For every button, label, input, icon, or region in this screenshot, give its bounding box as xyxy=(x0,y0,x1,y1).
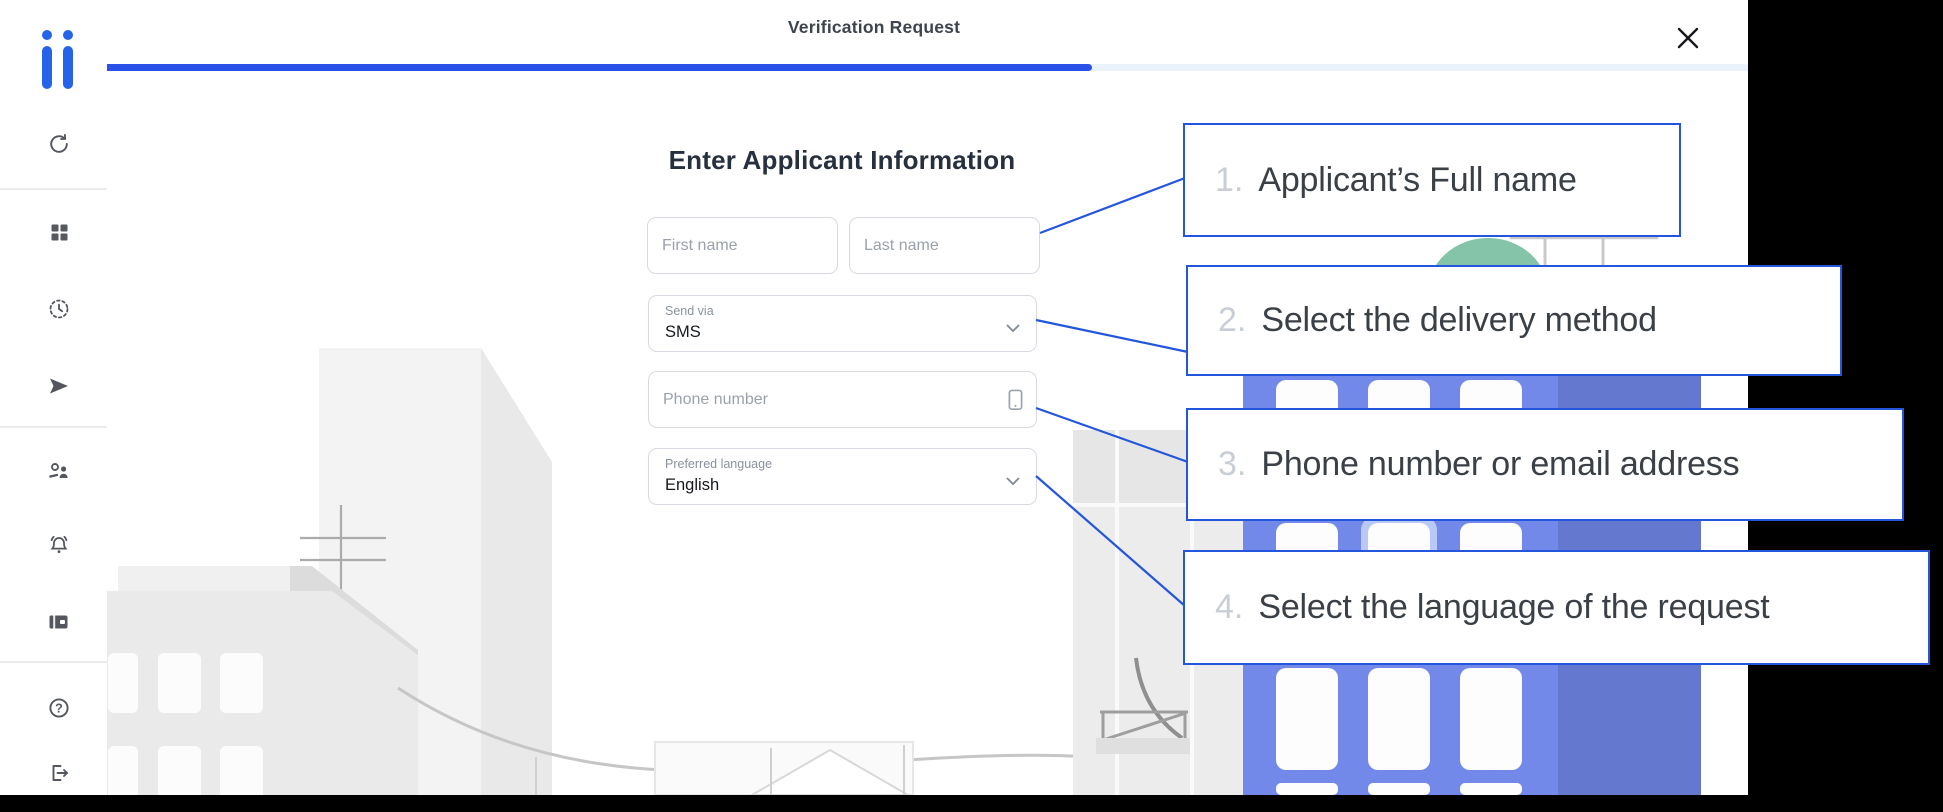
annotation-request-language: 4. Select the language of the request xyxy=(1183,550,1930,665)
chevron-down-icon xyxy=(1006,320,1020,333)
close-icon[interactable] xyxy=(1674,24,1702,52)
mobile-phone-icon xyxy=(1008,389,1023,411)
sidebar-divider xyxy=(0,426,107,428)
sync-icon[interactable] xyxy=(47,132,71,156)
annotation-text: Phone number or email address xyxy=(1261,445,1740,483)
annotation-full-name: 1. Applicant’s Full name xyxy=(1183,123,1681,237)
annotation-text: Select the language of the request xyxy=(1258,588,1770,626)
chevron-down-icon xyxy=(1006,473,1020,486)
cityscape-illustration xyxy=(107,180,1701,795)
send-via-value: SMS xyxy=(665,323,701,341)
first-name-input[interactable] xyxy=(648,218,837,273)
people-icon[interactable] xyxy=(47,459,71,483)
preferred-language-select[interactable]: Preferred language English xyxy=(648,448,1037,505)
svg-text:?: ? xyxy=(55,701,63,715)
first-name-field[interactable] xyxy=(647,217,838,274)
progress-bar-track xyxy=(107,64,1748,71)
send-via-select[interactable]: Send via SMS xyxy=(648,295,1037,352)
sidebar-divider xyxy=(0,661,107,663)
preferred-language-label: Preferred language xyxy=(665,457,773,471)
annotation-text: Select the delivery method xyxy=(1261,301,1657,339)
annotation-number: 4. xyxy=(1215,588,1244,626)
annotation-phone-or-email: 3. Phone number or email address xyxy=(1186,408,1904,521)
annotation-text: Applicant’s Full name xyxy=(1258,160,1577,199)
sidebar-divider xyxy=(0,188,107,190)
phone-number-input[interactable] xyxy=(649,372,1036,427)
annotation-number: 2. xyxy=(1218,301,1247,339)
dashboard-grid-icon[interactable] xyxy=(47,220,71,244)
help-icon[interactable]: ? xyxy=(47,696,71,720)
app-window: ? Verification Request Enter Applicant I… xyxy=(0,0,1748,795)
sidebar: ? xyxy=(0,0,107,795)
last-name-field[interactable] xyxy=(849,217,1040,274)
modal-title: Verification Request xyxy=(787,17,961,37)
app-logo[interactable] xyxy=(40,30,76,92)
logout-icon[interactable] xyxy=(47,761,71,785)
phone-number-field[interactable] xyxy=(648,371,1037,428)
wallet-icon[interactable] xyxy=(47,610,71,634)
annotation-number: 3. xyxy=(1218,445,1247,483)
history-clock-icon[interactable] xyxy=(47,297,71,321)
send-via-label: Send via xyxy=(665,304,714,318)
send-icon[interactable] xyxy=(47,374,71,398)
progress-bar-fill xyxy=(107,64,1092,71)
notifications-bell-icon[interactable] xyxy=(47,533,71,557)
form-heading: Enter Applicant Information xyxy=(668,145,1016,175)
annotation-delivery-method: 2. Select the delivery method xyxy=(1186,265,1842,376)
preferred-language-value: English xyxy=(665,476,720,494)
last-name-input[interactable] xyxy=(850,218,1039,273)
annotation-number: 1. xyxy=(1215,160,1244,199)
